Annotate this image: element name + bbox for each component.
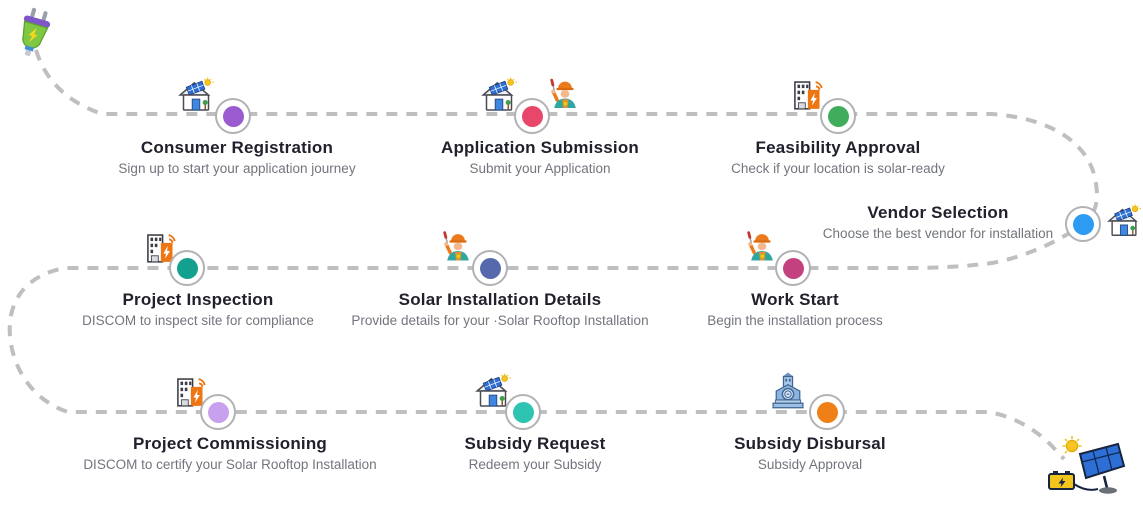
installer-worker-icon <box>439 227 477 268</box>
milestone-dot <box>827 105 849 127</box>
step-title: Project Inspection <box>122 290 274 309</box>
step-title: Application Submission <box>440 138 640 157</box>
milestone-node-project-commissioning <box>200 394 236 430</box>
journey-dashed-line <box>7 49 1099 461</box>
step-label-project-inspection: Project Inspection DISCOM to inspect sit… <box>82 290 314 328</box>
milestone-node-project-inspection <box>169 250 205 286</box>
milestone-node-consumer-registration <box>215 98 251 134</box>
step-description: Check if your location is solar-ready <box>731 161 945 176</box>
milestone-dot <box>512 401 534 423</box>
step-description: DISCOM to inspect site for compliance <box>82 313 314 328</box>
step-label-subsidy-disbursal: Subsidy Disbursal Subsidy Approval <box>734 434 886 472</box>
milestone-node-work-start <box>775 250 811 286</box>
bank-building-icon <box>768 372 808 410</box>
step-label-feasibility-approval: Feasibility Approval Check if your locat… <box>731 138 945 176</box>
milestone-dot <box>222 105 244 127</box>
installer-worker-icon <box>546 75 584 115</box>
milestone-node-vendor-selection <box>1065 206 1101 242</box>
milestone-dot <box>176 257 198 279</box>
milestone-dot <box>1072 213 1094 235</box>
step-title: Vendor Selection <box>867 203 1009 222</box>
step-description: Submit your Application <box>469 161 611 176</box>
milestone-dot <box>207 401 229 423</box>
step-description: Subsidy Approval <box>757 457 863 472</box>
solar-house-icon <box>1105 203 1143 239</box>
solar-house-icon <box>176 76 216 114</box>
milestone-dot <box>479 257 501 279</box>
step-title: Feasibility Approval <box>755 138 921 157</box>
step-label-project-commissioning: Project Commissioning DISCOM to certify … <box>83 434 376 472</box>
step-title: Work Start <box>751 290 839 309</box>
step-label-consumer-registration: Consumer Registration Sign up to start y… <box>118 138 355 176</box>
step-label-solar-installation-details: Solar Installation Details Provide detai… <box>351 290 648 328</box>
step-label-vendor-selection: Vendor Selection Choose the best vendor … <box>823 203 1053 241</box>
milestone-node-solar-installation-details <box>472 250 508 286</box>
step-description: Redeem your Subsidy <box>468 457 602 472</box>
step-description: DISCOM to certify your Solar Rooftop Ins… <box>83 457 377 472</box>
milestone-dot <box>816 401 838 423</box>
step-title: Consumer Registration <box>140 138 334 157</box>
milestone-node-subsidy-disbursal <box>809 394 845 430</box>
step-label-subsidy-request: Subsidy Request Redeem your Subsidy <box>465 434 606 472</box>
step-title: Solar Installation Details <box>398 290 602 309</box>
solar-panel-battery-icon <box>1042 432 1126 498</box>
step-label-application-submission: Application Submission Submit your Appli… <box>441 138 639 176</box>
step-label-work-start: Work Start Begin the installation proces… <box>707 290 883 328</box>
milestone-dot <box>782 257 804 279</box>
milestone-node-application-submission <box>514 98 550 134</box>
step-title: Subsidy Request <box>464 434 606 453</box>
milestone-node-feasibility-approval <box>820 98 856 134</box>
power-plug-icon <box>8 6 60 58</box>
solar-house-icon <box>479 76 519 114</box>
step-description: Begin the installation process <box>707 313 883 328</box>
step-title: Project Commissioning <box>132 434 328 453</box>
step-description: Sign up to start your application journe… <box>118 161 356 176</box>
step-description: Provide details for your ·Solar Rooftop … <box>351 313 649 328</box>
step-title: Subsidy Disbursal <box>734 434 886 453</box>
milestone-dot <box>521 105 543 127</box>
milestone-node-subsidy-request <box>505 394 541 430</box>
step-description: Choose the best vendor for installation <box>822 226 1054 241</box>
